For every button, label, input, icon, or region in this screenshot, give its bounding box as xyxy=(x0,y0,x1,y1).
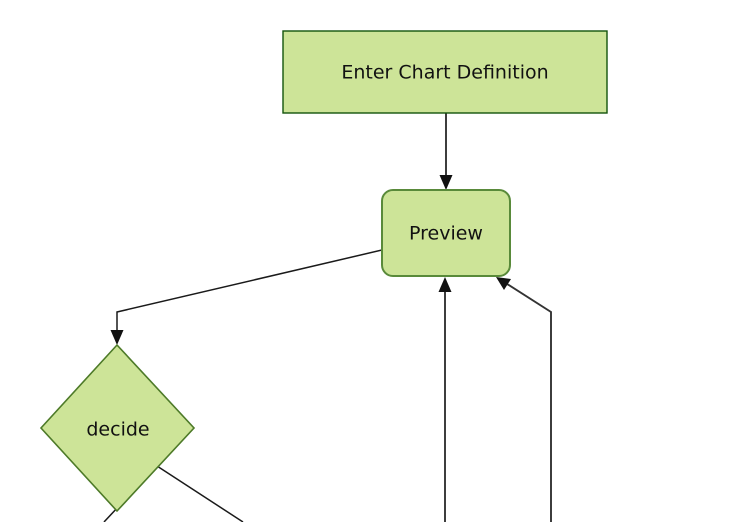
edge-enter-to-preview[interactable] xyxy=(439,113,453,190)
arrowhead-down-icon xyxy=(110,330,124,345)
node-enter-chart-definition[interactable]: Enter Chart Definition xyxy=(282,30,608,114)
edge-offscreen-center-to-preview[interactable] xyxy=(438,277,452,522)
node-preview-shape xyxy=(381,189,511,277)
node-enter-chart-definition-shape xyxy=(282,30,608,114)
edge-decide-down-right[interactable] xyxy=(156,465,244,522)
node-decide[interactable]: decide xyxy=(39,343,196,513)
edge-preview-to-decide[interactable] xyxy=(110,249,383,345)
arrowhead-down-icon xyxy=(439,175,453,190)
arrowhead-up-icon xyxy=(438,277,452,292)
arrowhead-upleft-icon xyxy=(496,277,511,290)
node-layer: Enter Chart Definition Preview decide xyxy=(39,30,608,513)
edge-offscreen-right-to-preview[interactable] xyxy=(496,277,552,522)
edge-layer xyxy=(103,113,552,522)
node-decide-shape xyxy=(39,343,196,513)
node-preview[interactable]: Preview xyxy=(381,189,511,277)
